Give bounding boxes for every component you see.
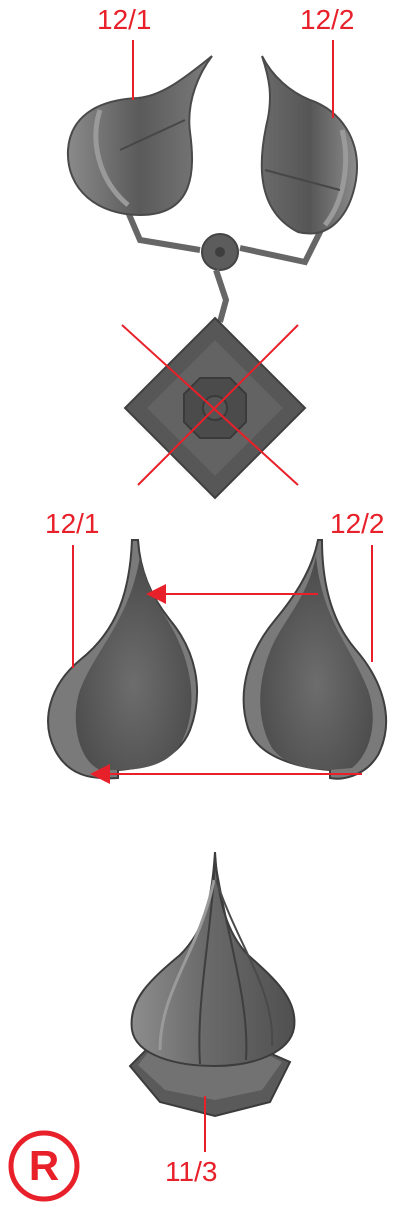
- assembled-finial: [130, 852, 294, 1116]
- registered-trademark-logo: R: [8, 1130, 80, 1202]
- half-shell-left-outer: [68, 56, 212, 215]
- part-label-12-1-top: 12/1: [97, 6, 152, 34]
- part-label-12-2-top: 12/2: [300, 6, 355, 34]
- half-shell-right-inner: [244, 540, 386, 779]
- part-label-12-2-mid: 12/2: [330, 510, 385, 538]
- svg-text:R: R: [29, 1142, 59, 1189]
- part-label-12-1-mid: 12/1: [45, 510, 100, 538]
- part-label-11-3: 11/3: [165, 1158, 217, 1186]
- half-shell-right-outer: [262, 56, 357, 233]
- half-shell-left-inner: [48, 540, 197, 778]
- base-plate-crossed-out: [122, 318, 305, 498]
